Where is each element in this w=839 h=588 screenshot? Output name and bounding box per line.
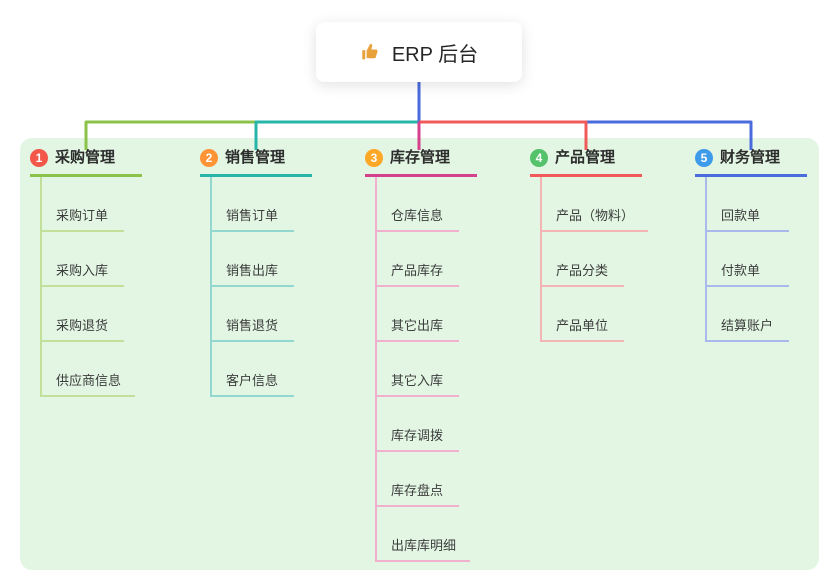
branch-product-management: 4 产品管理 产品（物料） 产品分类 产品单位	[530, 148, 649, 342]
branch-sales-management: 2 销售管理 销售订单 销售出库 销售退货 客户信息	[200, 148, 312, 397]
node-outbound-detail[interactable]: 出库库明细	[377, 507, 471, 562]
branch-header-sales[interactable]: 2 销售管理	[200, 148, 312, 177]
branch-header-inventory[interactable]: 3 库存管理	[365, 148, 477, 177]
branch-header-purchase[interactable]: 1 采购管理	[30, 148, 142, 177]
node-stock-transfer[interactable]: 库存调拨	[377, 397, 459, 452]
node-sales-outbound[interactable]: 销售出库	[212, 232, 294, 287]
branch-title: 销售管理	[225, 149, 286, 166]
node-product-stock[interactable]: 产品库存	[377, 232, 459, 287]
branch-title: 财务管理	[720, 149, 781, 166]
node-other-outbound[interactable]: 其它出库	[377, 287, 459, 342]
node-receipt-doc[interactable]: 回款单	[707, 177, 789, 232]
branch-title: 库存管理	[390, 149, 451, 166]
branch-finance-management: 5 财务管理 回款单 付款单 结算账户	[695, 148, 807, 342]
node-sales-return[interactable]: 销售退货	[212, 287, 294, 342]
node-product-unit[interactable]: 产品单位	[542, 287, 624, 342]
branch-inventory-management: 3 库存管理 仓库信息 产品库存 其它出库 其它入库 库存调拨 库存盘点 出库库…	[365, 148, 477, 562]
node-customer-info[interactable]: 客户信息	[212, 342, 294, 397]
branch-number-badge: 2	[200, 149, 218, 167]
node-other-inbound[interactable]: 其它入库	[377, 342, 459, 397]
branch-children: 回款单 付款单 结算账户	[705, 177, 807, 342]
node-payment-doc[interactable]: 付款单	[707, 232, 789, 287]
thumbs-up-icon	[360, 41, 382, 63]
branch-header-finance[interactable]: 5 财务管理	[695, 148, 807, 177]
node-purchase-return[interactable]: 采购退货	[42, 287, 124, 342]
node-sales-order[interactable]: 销售订单	[212, 177, 294, 232]
node-product-material[interactable]: 产品（物料）	[542, 177, 649, 232]
root-node[interactable]: ERP 后台	[316, 22, 522, 82]
mindmap-canvas	[20, 138, 819, 570]
branch-number-badge: 3	[365, 149, 383, 167]
node-purchase-inbound[interactable]: 采购入库	[42, 232, 124, 287]
branch-children: 仓库信息 产品库存 其它出库 其它入库 库存调拨 库存盘点 出库库明细	[375, 177, 477, 562]
branch-number-badge: 1	[30, 149, 48, 167]
branch-title: 产品管理	[555, 149, 616, 166]
node-product-category[interactable]: 产品分类	[542, 232, 624, 287]
branch-purchase-management: 1 采购管理 采购订单 采购入库 采购退货 供应商信息	[30, 148, 142, 397]
node-settlement-account[interactable]: 结算账户	[707, 287, 789, 342]
node-stock-check[interactable]: 库存盘点	[377, 452, 459, 507]
node-supplier-info[interactable]: 供应商信息	[42, 342, 136, 397]
branch-title: 采购管理	[55, 149, 116, 166]
branch-children: 产品（物料） 产品分类 产品单位	[540, 177, 649, 342]
branch-header-product[interactable]: 4 产品管理	[530, 148, 642, 177]
branch-children: 销售订单 销售出库 销售退货 客户信息	[210, 177, 312, 397]
node-warehouse-info[interactable]: 仓库信息	[377, 177, 459, 232]
node-purchase-order[interactable]: 采购订单	[42, 177, 124, 232]
branch-children: 采购订单 采购入库 采购退货 供应商信息	[40, 177, 142, 397]
branch-number-badge: 5	[695, 149, 713, 167]
branch-number-badge: 4	[530, 149, 548, 167]
root-label: ERP 后台	[391, 43, 479, 66]
